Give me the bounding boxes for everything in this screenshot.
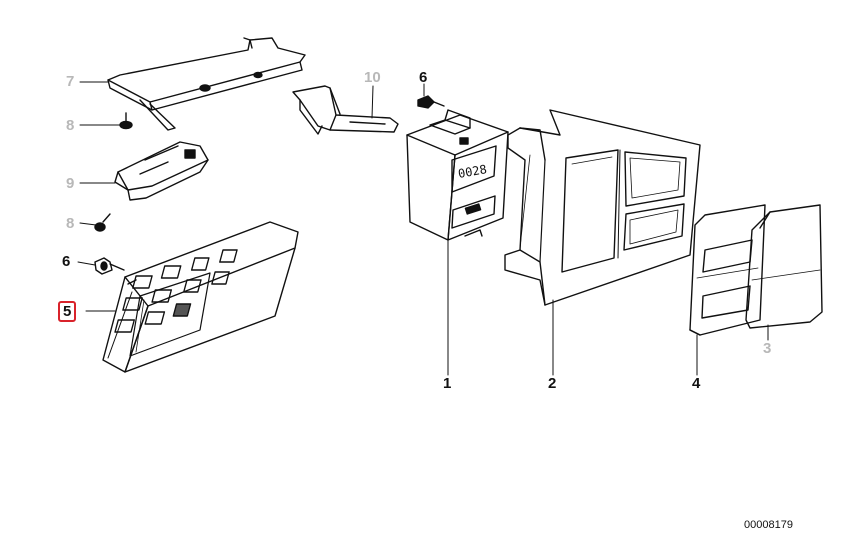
callout-4[interactable]: 4 — [692, 375, 701, 392]
part-10-bracket — [292, 85, 399, 135]
screw-6-left — [94, 257, 125, 275]
callout-8-lower[interactable]: 8 — [66, 215, 75, 232]
callout-8-upper[interactable]: 8 — [66, 117, 75, 134]
callout-2[interactable]: 2 — [548, 375, 557, 392]
callout-1[interactable]: 1 — [443, 375, 452, 392]
part-9-clip — [114, 141, 209, 201]
callout-10[interactable]: 10 — [364, 69, 381, 86]
callout-7[interactable]: 7 — [66, 73, 75, 90]
part-2-console-frame — [504, 109, 701, 306]
part-1-control-module: 0028 — [406, 109, 509, 241]
part-3-cover — [745, 204, 823, 329]
part-4-trim-plate — [689, 204, 766, 336]
screw-8-upper — [119, 112, 133, 130]
leader-lines — [77, 81, 769, 376]
screw-6-top — [417, 95, 445, 109]
callout-5-selected[interactable]: 5 — [58, 301, 77, 322]
panel-buttons — [114, 249, 238, 333]
part-5-control-panel — [102, 221, 299, 373]
callout-6-top[interactable]: 6 — [419, 69, 428, 86]
module-display-readout: 0028 — [457, 162, 488, 181]
callout-6-left[interactable]: 6 — [62, 253, 71, 270]
diagram-id: 00008179 — [744, 519, 793, 531]
callout-9[interactable]: 9 — [66, 175, 75, 192]
part-7-bracket — [107, 37, 306, 131]
callout-3[interactable]: 3 — [763, 340, 772, 357]
screw-8-lower — [94, 213, 111, 232]
